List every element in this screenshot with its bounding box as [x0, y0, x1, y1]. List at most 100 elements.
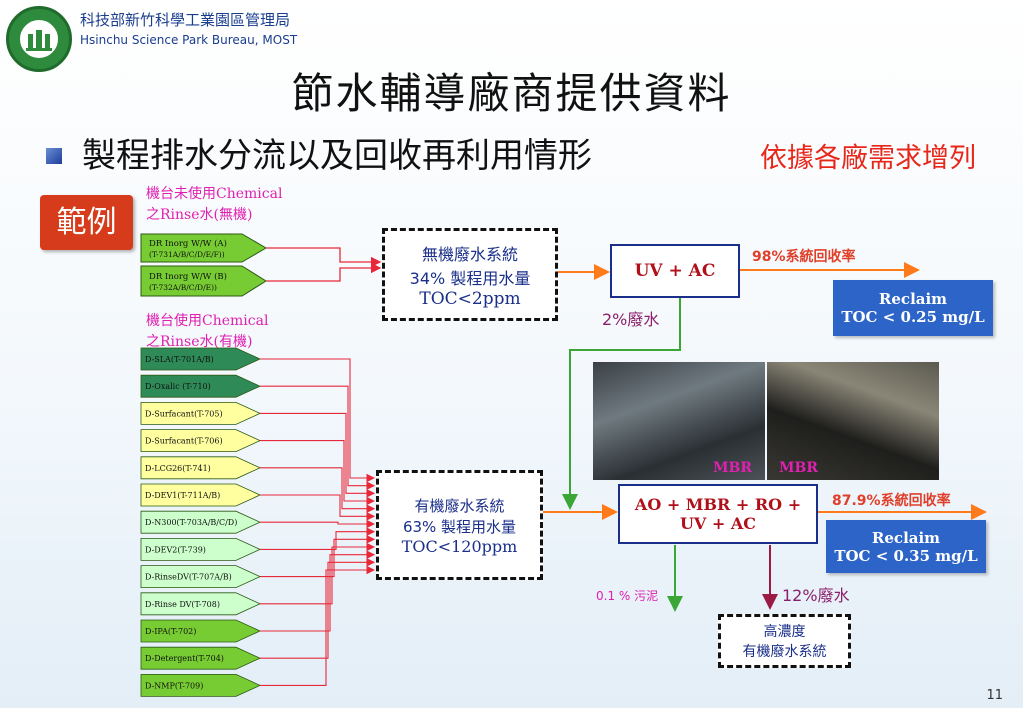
uv-ac-unit: UV + AC — [610, 244, 740, 298]
inorganic-source-b: DR Inorg W/W (B) (T-732A/B/C/D/E)) — [140, 265, 267, 297]
organic-source-label: D-N300(T-703A/B/C/D) — [145, 518, 237, 527]
organic-connector-13 — [260, 565, 376, 686]
organic-source-10: D-Rinse DV(T-708) — [140, 592, 261, 616]
organic-source-label: D-NMP(T-709) — [145, 681, 203, 690]
group-chem-line1: 機台使用Chemical — [146, 313, 269, 329]
ao-mbr-line1: AO + MBR + RO + — [634, 495, 802, 514]
organic-wastewater-system: 有機廢水系統 63% 製程用水量 TOC<120ppm — [376, 470, 543, 580]
organic-connector-8 — [260, 527, 376, 550]
slide-title: 節水輔導廠商提供資料 — [291, 69, 732, 118]
inorganic-system-usage: 34% 製程用水量 — [409, 268, 531, 288]
organic-source-shape — [140, 347, 261, 371]
organic-connector-1 — [260, 358, 376, 483]
park-logo — [6, 6, 72, 72]
group-no-chem-line2: 之Rinse水(無機) — [146, 207, 253, 223]
organic-connector-11 — [260, 550, 376, 632]
organic-source-shape — [140, 592, 261, 616]
mbr-photo-2: MBR — [767, 362, 939, 480]
organic-source-shape — [140, 646, 261, 670]
organic-source-label: D-Detergent(T-704) — [145, 654, 224, 663]
note-text: 依據各廠需求增列 — [760, 143, 976, 174]
org-name-zh: 科技部新竹科學工業園區管理局 — [80, 11, 291, 29]
organic-connector-9 — [260, 534, 376, 578]
organic-source-label: D-IPA(T-702) — [145, 627, 196, 636]
ao-mbr-ro-unit: AO + MBR + RO + UV + AC — [618, 484, 818, 544]
organic-connector-2 — [260, 385, 376, 491]
organic-connector-6 — [260, 494, 376, 521]
group-chem-line2: 之Rinse水(有機) — [146, 334, 253, 350]
high-conc-line1: 高濃度 — [763, 624, 806, 640]
organic-system-toc: TOC<120ppm — [401, 536, 518, 556]
organic-source-label: D-DEV1(T-711A/B) — [145, 491, 220, 500]
reclaim-2-title: Reclaim — [871, 528, 941, 547]
organic-source-11: D-IPA(T-702) — [140, 619, 261, 643]
organic-connector-4 — [260, 440, 376, 506]
inorganic-source-a-line2: (T-731A/B/C/D/E/F)) — [149, 250, 225, 259]
org-name-en: Hsinchu Science Park Bureau, MOST — [80, 33, 298, 47]
organic-source-shape — [140, 538, 261, 561]
reclaim-2-toc: TOC < 0.35 mg/L — [834, 546, 978, 565]
organic-source-label: D-Rinse DV(T-708) — [145, 600, 220, 609]
organic-source-label: D-RinseDV(T-707A/B) — [145, 573, 232, 582]
organic-source-label: D-DEV2(T-739) — [145, 545, 206, 554]
inorganic-system-name: 無機廢水系統 — [421, 244, 518, 264]
organic-source-label: D-LCG26(T-741) — [145, 464, 211, 473]
organic-source-shape — [140, 429, 261, 452]
inorganic-source-a-line1: DR Inorg W/W (A) — [149, 238, 227, 249]
organic-source-5: D-LCG26(T-741) — [140, 456, 261, 480]
organic-source-shape — [140, 402, 261, 425]
organic-source-4: D-Surfacant(T-706) — [140, 429, 261, 452]
page-number: 11 — [986, 688, 1003, 703]
organic-system-usage: 63% 製程用水量 — [402, 517, 517, 536]
mbr-photo-1-label: MBR — [713, 460, 752, 476]
high-concentration-system: 高濃度 有機廢水系統 — [718, 614, 851, 668]
sludge-label: 0.1 % 污泥 — [596, 589, 659, 603]
organic-source-7: D-N300(T-703A/B/C/D) — [140, 510, 261, 534]
organic-connector-12 — [260, 557, 376, 659]
inorganic-source-b-line2: (T-732A/B/C/D/E)) — [149, 283, 217, 292]
organic-source-6: D-DEV1(T-711A/B) — [140, 483, 261, 507]
reclaim-1-toc: TOC < 0.25 mg/L — [841, 308, 985, 326]
organic-connectors — [260, 358, 376, 686]
mbr-photo-1: MBR — [593, 362, 765, 480]
organic-connector-3 — [260, 412, 376, 498]
organic-source-label: D-Surfacant(T-706) — [145, 437, 223, 446]
inorganic-source-b-line1: DR Inorg W/W (B) — [149, 271, 227, 282]
example-badge: 範例 — [40, 195, 133, 250]
organic-source-shape — [140, 510, 261, 534]
organic-source-label: D-Oxalic (T-710) — [145, 382, 211, 391]
organic-source-shape — [140, 619, 261, 643]
organic-source-8: D-DEV2(T-739) — [140, 538, 261, 561]
organic-source-label: D-Surfacant(T-705) — [145, 409, 223, 418]
organic-source-1: D-SLA(T-701A/B) — [140, 347, 261, 371]
organic-source-9: D-RinseDV(T-707A/B) — [140, 565, 261, 588]
reclaim-1-title: Reclaim — [878, 290, 948, 308]
organic-sources: D-SLA(T-701A/B) D-Oxalic (T-710) D-Surfaca… — [140, 347, 261, 697]
recovery-rate-2: 87.9%系統回收率 — [832, 493, 951, 509]
group-no-chem-line1: 機台未使用Chemical — [146, 186, 283, 202]
organic-connector-7 — [260, 519, 376, 529]
mbr-photo-2-label: MBR — [779, 460, 818, 476]
bullet-text: 製程排水分流以及回收再利用情形 — [82, 136, 592, 176]
organic-connector-5 — [260, 467, 376, 514]
logo-emblem-icon — [18, 18, 60, 60]
waste-12pct-label: 12%廢水 — [782, 586, 850, 605]
organic-source-12: D-Detergent(T-704) — [140, 646, 261, 670]
inorganic-system-toc: TOC<2ppm — [419, 288, 521, 309]
organic-source-shape — [140, 674, 261, 697]
organic-connector-10 — [260, 542, 376, 605]
high-conc-line2: 有機廢水系統 — [742, 644, 827, 660]
inorganic-source-a: DR Inorg W/W (A) (T-731A/B/C/D/E/F)) — [140, 233, 267, 263]
organic-source-label: D-SLA(T-701A/B) — [145, 355, 214, 364]
inorganic-wastewater-system: 無機廢水系統 34% 製程用水量 TOC<2ppm — [382, 228, 558, 321]
organic-source-shape — [140, 565, 261, 588]
organic-source-13: D-NMP(T-709) — [140, 674, 261, 697]
reclaim-box-1: Reclaim TOC < 0.25 mg/L — [833, 280, 993, 336]
ao-mbr-line2: UV + AC — [679, 514, 757, 533]
reclaim-box-2: Reclaim TOC < 0.35 mg/L — [826, 520, 986, 573]
organic-source-shape — [140, 374, 261, 398]
organic-source-shape — [140, 456, 261, 480]
waste-2pct-label: 2%廢水 — [602, 310, 660, 329]
organic-source-shape — [140, 483, 261, 507]
